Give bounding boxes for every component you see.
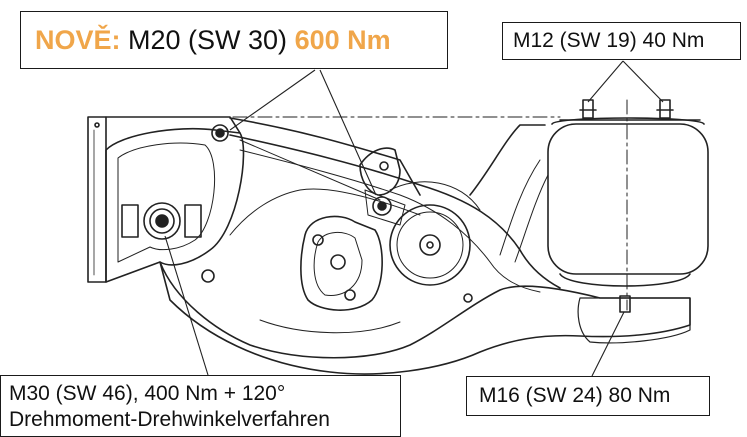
leader-m12-2 [622,60,664,103]
callout-m16-text: M16 (SW 24) 80 Nm [479,384,671,407]
callout-m12: M12 (SW 19) 40 Nm [502,22,741,60]
callout-nove-prefix: NOVĚ: [35,25,121,55]
mounting-plate [87,116,107,283]
callout-nove-spec: M20 (SW 30) [120,25,295,55]
brake-chamber [389,204,471,286]
callout-m12-text: M12 (SW 19) 40 Nm [513,29,705,52]
bellows-studs [579,99,674,119]
leader-nove-2 [319,69,377,196]
m20-bolt [372,196,392,216]
leader-nove-1 [229,69,316,131]
hanger-bracket [105,127,245,283]
m30-pivot [143,202,181,240]
callout-m30: M30 (SW 46), 400 Nm + 120° Drehmoment-Dr… [0,375,401,437]
leader-m12-1 [587,60,624,103]
callout-nove-torque: 600 Nm [294,25,391,55]
trailing-arm [159,261,691,375]
callout-m16: M16 (SW 24) 80 Nm [466,376,710,416]
callout-nove: NOVĚ: M20 (SW 30) 600 Nm [20,11,448,69]
callout-m30-line2: Drehmoment-Drehwinkelverfahren [9,408,330,431]
leader-m30 [164,235,209,376]
upper-left-bolt [211,124,229,142]
brake-caliper [300,215,383,311]
air-bellows [547,123,709,275]
leader-m16 [591,311,625,377]
callout-m30-line1: M30 (SW 46), 400 Nm + 120° [9,382,286,405]
